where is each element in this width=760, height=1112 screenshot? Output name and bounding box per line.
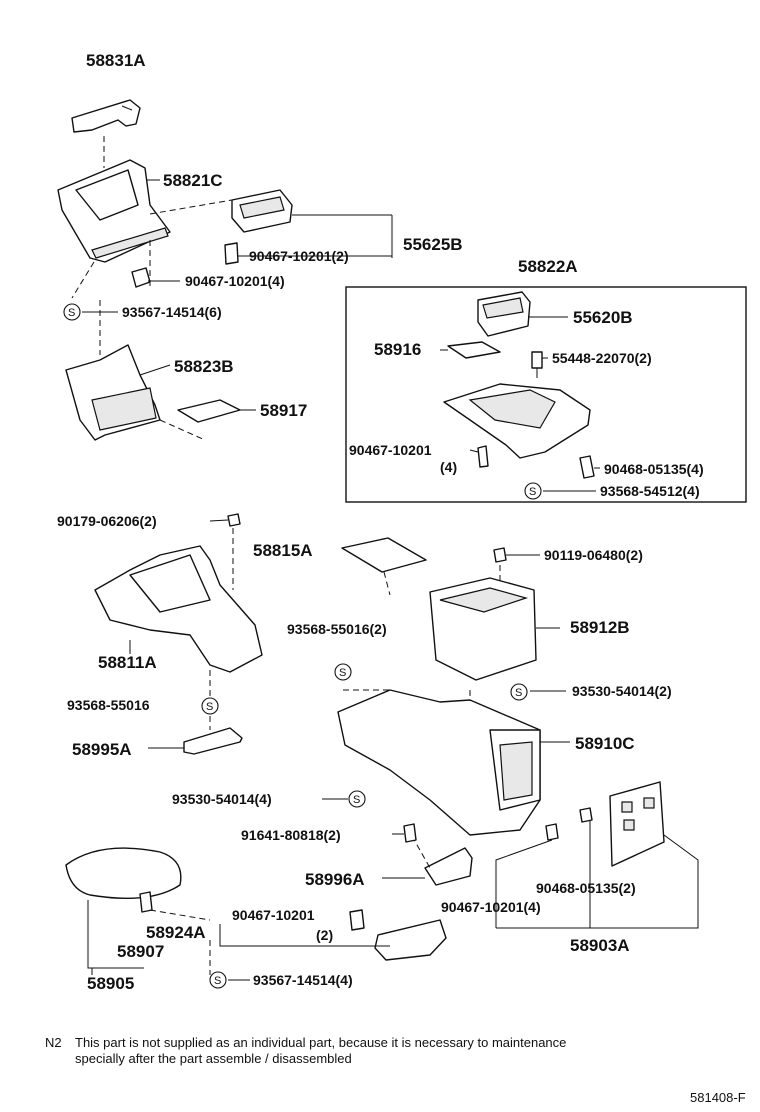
part-58815a-drawing	[341, 537, 427, 596]
label-90468-05135-4: 90468-05135(4)	[604, 461, 704, 477]
assembly-58822a-box	[345, 286, 747, 503]
label-93567-14514-6: 93567-14514(6)	[122, 304, 222, 320]
svg-text:S: S	[353, 794, 360, 806]
label-90467-10201-lower-qty: (2)	[316, 927, 333, 943]
s-symbol-4: S	[510, 683, 528, 701]
label-55448-22070: 55448-22070(2)	[552, 350, 652, 366]
label-90467-10201-2: 90467-10201(2)	[249, 248, 349, 264]
figure-code: 581408-F	[690, 1090, 746, 1105]
svg-text:S: S	[339, 667, 346, 679]
part-58821c-drawing	[57, 159, 233, 299]
label-90467-10201-4b: 90467-10201(4)	[441, 899, 541, 915]
part-58811a-drawing	[94, 528, 263, 696]
label-90179-06206: 90179-06206(2)	[57, 513, 157, 529]
svg-text:S: S	[515, 687, 522, 699]
label-93530-54014-4: 93530-54014(4)	[172, 791, 272, 807]
part-58924a-drawing	[219, 909, 447, 961]
part-58996a-drawing	[411, 835, 473, 886]
label-90467-10201-lower: 90467-10201	[232, 907, 315, 923]
label-93568-54512-4: 93568-54512(4)	[600, 483, 700, 499]
label-93568-55016: 93568-55016	[67, 697, 150, 713]
leader-lines	[82, 179, 600, 981]
part-58907-drawing	[65, 847, 211, 975]
label-90467-10201-box: 90467-10201	[349, 442, 432, 458]
label-58815a: 58815A	[253, 541, 313, 560]
svg-text:S: S	[206, 701, 213, 713]
label-58912b: 58912B	[570, 618, 630, 637]
fastener-90179-drawing	[227, 513, 241, 527]
s-symbol-1: S	[63, 303, 81, 321]
label-90468-05135-2: 90468-05135(2)	[536, 880, 636, 896]
s-symbol-7: S	[209, 971, 227, 989]
label-55625b: 55625B	[403, 235, 463, 254]
part-55448-drawing	[531, 351, 543, 378]
label-90119-06480: 90119-06480(2)	[544, 547, 643, 563]
label-58903a: 58903A	[570, 936, 630, 955]
label-93567-14514-4: 93567-14514(4)	[253, 972, 353, 988]
label-90467-10201-4: 90467-10201(4)	[185, 273, 285, 289]
label-58821c: 58821C	[163, 171, 223, 190]
part-55625b-drawing	[231, 189, 393, 258]
part-58910c-drawing	[337, 689, 541, 836]
fastener-91641-drawing	[403, 823, 417, 843]
svg-text:S: S	[214, 975, 221, 987]
part-58995a-drawing	[183, 716, 243, 755]
s-symbol-2: S	[524, 482, 542, 500]
label-58995a: 58995A	[72, 740, 132, 759]
label-58831a: 58831A	[86, 51, 146, 70]
label-93530-54014-2: 93530-54014(2)	[572, 683, 672, 699]
label-90467-10201-box-qty: (4)	[440, 459, 457, 475]
part-58912b-drawing	[429, 565, 560, 681]
label-55620b: 55620B	[573, 308, 633, 327]
note-line-2: specially after the part assemble / disa…	[75, 1051, 352, 1066]
part-58823b-drawing	[65, 300, 161, 441]
clip-90467-mid-drawing	[131, 267, 151, 288]
part-58831a-drawing	[71, 99, 141, 168]
part-55620b-drawing	[477, 291, 531, 337]
part-58916-drawing	[447, 341, 501, 359]
s-symbol-6: S	[348, 790, 366, 808]
label-58905: 58905	[87, 974, 134, 993]
label-93568-55016-2: 93568-55016(2)	[287, 621, 387, 637]
label-58924a: 58924A	[146, 923, 206, 942]
label-58811a: 58811A	[98, 653, 157, 672]
fastener-90119-drawing	[493, 547, 507, 563]
label-58907: 58907	[117, 942, 164, 961]
s-symbol-3: S	[334, 663, 352, 681]
part-58917-drawing	[159, 399, 241, 441]
part-58903a-drawing	[495, 781, 699, 929]
label-58916: 58916	[374, 340, 421, 359]
label-58917: 58917	[260, 401, 307, 420]
svg-text:S: S	[529, 486, 536, 498]
part-58822a-holder-drawing	[443, 383, 595, 479]
s-symbol-5: S	[201, 697, 219, 715]
label-58910c: 58910C	[575, 734, 635, 753]
label-58822a: 58822A	[518, 257, 578, 276]
label-58996a: 58996A	[305, 870, 365, 889]
clip-90467-top-drawing	[224, 242, 392, 265]
svg-text:S: S	[68, 307, 75, 319]
label-58823b: 58823B	[174, 357, 234, 376]
note-line-1: This part is not supplied as an individu…	[75, 1035, 566, 1050]
note-code: N2	[45, 1035, 62, 1050]
label-91641-80818: 91641-80818(2)	[241, 827, 341, 843]
